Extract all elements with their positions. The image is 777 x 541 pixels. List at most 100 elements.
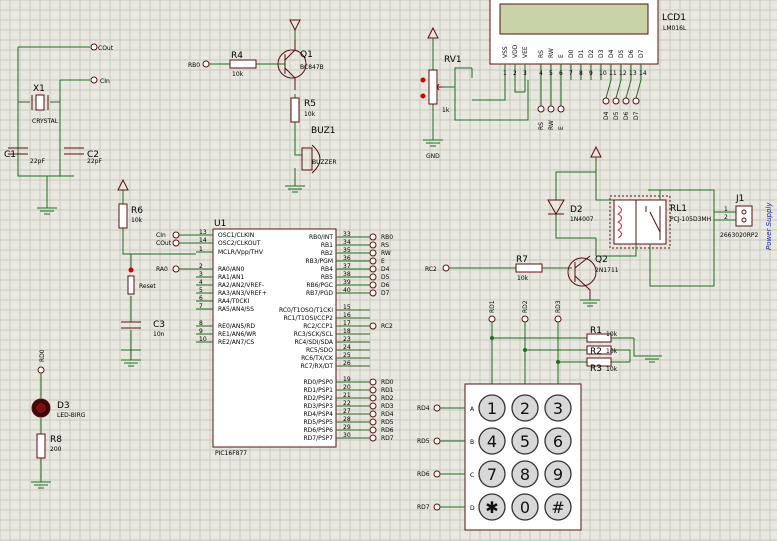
- keypad-key[interactable]: [511, 427, 539, 455]
- keypad-key[interactable]: [511, 493, 539, 521]
- keypad-section[interactable]: RD11RD22RD33 R1 R2 R3 10k 10k 10k RD4ARD…: [417, 300, 662, 531]
- u1-right-net: E: [381, 258, 385, 265]
- keypad-col-nets[interactable]: RD11RD22RD33: [488, 300, 562, 392]
- u1-right-terminal[interactable]: [369, 402, 377, 410]
- keypad-key[interactable]: [511, 460, 539, 488]
- rv1-body[interactable]: [428, 69, 438, 105]
- lcd-data-terminal[interactable]: [602, 97, 610, 105]
- crystal-type: CRYSTAL: [32, 118, 59, 125]
- u1-pin-number: 35: [343, 247, 351, 254]
- rd0-led-terminal[interactable]: [37, 366, 45, 374]
- r5-body: [290, 97, 300, 123]
- lcd-data-terminal[interactable]: [622, 97, 630, 105]
- keypad-key[interactable]: [478, 427, 506, 455]
- u1-pin-name: RB2: [321, 250, 333, 257]
- lcd-pin-name: D2: [588, 49, 595, 58]
- lcd-pin-name: VDD: [512, 44, 519, 58]
- u1-left-terminal[interactable]: [172, 231, 180, 239]
- lcd-pin-name: E: [558, 54, 565, 58]
- lcd-pin-name: RS: [538, 50, 545, 58]
- keypad-col-terminal[interactable]: [554, 315, 562, 323]
- keypad-col-terminal[interactable]: [488, 315, 496, 323]
- u1-left-terminal[interactable]: [172, 265, 180, 273]
- lcd-data-terminal[interactable]: [612, 97, 620, 105]
- cout-terminal[interactable]: [90, 43, 98, 51]
- u1-right-terminal[interactable]: [369, 273, 377, 281]
- keypad-row-terminal[interactable]: [433, 470, 441, 478]
- u1-right-terminal[interactable]: [369, 322, 377, 330]
- contrast-section[interactable]: RV1 1k GND LCD1 LM016L VSS1VDD2VEE3RS4RW…: [420, 0, 687, 160]
- crystal-section[interactable]: COut CIn X1 CRYSTAL C1 22pF C2 22pF: [4, 43, 114, 215]
- u1-right-terminal[interactable]: [369, 241, 377, 249]
- relay-section[interactable]: D2 1N4007 RL1 PCJ-105D3MH J1 1 2 2663020…: [425, 145, 773, 307]
- u1-right-terminal[interactable]: [369, 249, 377, 257]
- keypad-key[interactable]: [544, 394, 572, 422]
- rc2-terminal[interactable]: [442, 264, 450, 272]
- u1-right-terminal[interactable]: [369, 418, 377, 426]
- u1-pin-name: RE0/AN5/RD: [218, 323, 255, 330]
- lcd-pin-name: VEE: [522, 46, 529, 58]
- buzzer-section[interactable]: RB0 R4 10k Q1 BC847B R5 10k BUZ1 BUZZER: [188, 19, 337, 193]
- keypad-row-letter: B: [470, 439, 474, 446]
- u1-right-terminal[interactable]: [369, 257, 377, 265]
- u1-right-net: D7: [381, 290, 390, 297]
- reset-button[interactable]: [127, 275, 135, 295]
- lcd-data-terminal[interactable]: [632, 97, 640, 105]
- keypad-row-terminal[interactable]: [433, 503, 441, 511]
- u1-right-terminal[interactable]: [369, 378, 377, 386]
- lcd-pin-name: D6: [628, 49, 635, 58]
- lcd-data-net: D6: [623, 111, 630, 120]
- r3-value: 10k: [606, 366, 618, 373]
- keypad-key[interactable]: [544, 427, 572, 455]
- keypad-row-terminal[interactable]: [433, 404, 441, 412]
- u1-pin-number: 36: [343, 255, 351, 262]
- u1-right-net: RD3: [381, 403, 394, 410]
- u1-pin-number: 19: [343, 376, 351, 383]
- u1-pin-number: 14: [199, 237, 207, 244]
- j1-pin2: 2: [724, 214, 728, 221]
- u1-right-terminal[interactable]: [369, 426, 377, 434]
- u1-pin-name: RD5/PSP5: [304, 419, 334, 426]
- keypad-key[interactable]: [544, 460, 572, 488]
- led-section[interactable]: RD0 D3 LED-BIRG R8 200: [31, 349, 86, 489]
- q1-part: BC847B: [300, 64, 324, 71]
- keypad-key[interactable]: [478, 493, 506, 521]
- u1-right-net: RC2: [381, 323, 393, 330]
- lcd-ctrl-terminal[interactable]: [547, 105, 555, 113]
- cin-terminal[interactable]: [90, 76, 98, 84]
- reset-dot: [128, 267, 134, 273]
- keypad-key[interactable]: [478, 460, 506, 488]
- lcd-ctrl-terminal[interactable]: [557, 105, 565, 113]
- keypad-key[interactable]: [544, 493, 572, 521]
- keypad-col-terminal[interactable]: [521, 315, 529, 323]
- keypad-key[interactable]: [478, 394, 506, 422]
- rb0-terminal[interactable]: [202, 60, 210, 68]
- u1-right-terminal[interactable]: [369, 394, 377, 402]
- keypad-row-net: RD7: [417, 504, 430, 511]
- u1-right-terminal[interactable]: [369, 434, 377, 442]
- u1-right-terminal[interactable]: [369, 410, 377, 418]
- lcd-pin-number: 13: [629, 70, 637, 77]
- keypad-row-terminal[interactable]: [433, 437, 441, 445]
- lcd-ctrl-terminal[interactable]: [537, 105, 545, 113]
- u1-left-terminal[interactable]: [172, 239, 180, 247]
- d3-part: LED-BIRG: [57, 412, 86, 419]
- reset-section[interactable]: R6 10k Reset C3 10n: [117, 178, 196, 367]
- u1-pin-number: 16: [343, 312, 351, 319]
- u1-right-terminal[interactable]: [369, 265, 377, 273]
- u1-pin-name: RB0/INT: [309, 234, 333, 241]
- u1-right-terminal[interactable]: [369, 281, 377, 289]
- u1-right-terminal[interactable]: [369, 289, 377, 297]
- keypad-key-label: 7: [487, 465, 497, 484]
- keypad-key[interactable]: [511, 394, 539, 422]
- keypad-key-label: ✱: [485, 498, 498, 517]
- keypad-key-label: 0: [520, 498, 530, 517]
- u1-right-terminal[interactable]: [369, 386, 377, 394]
- u1-right-terminal[interactable]: [369, 233, 377, 241]
